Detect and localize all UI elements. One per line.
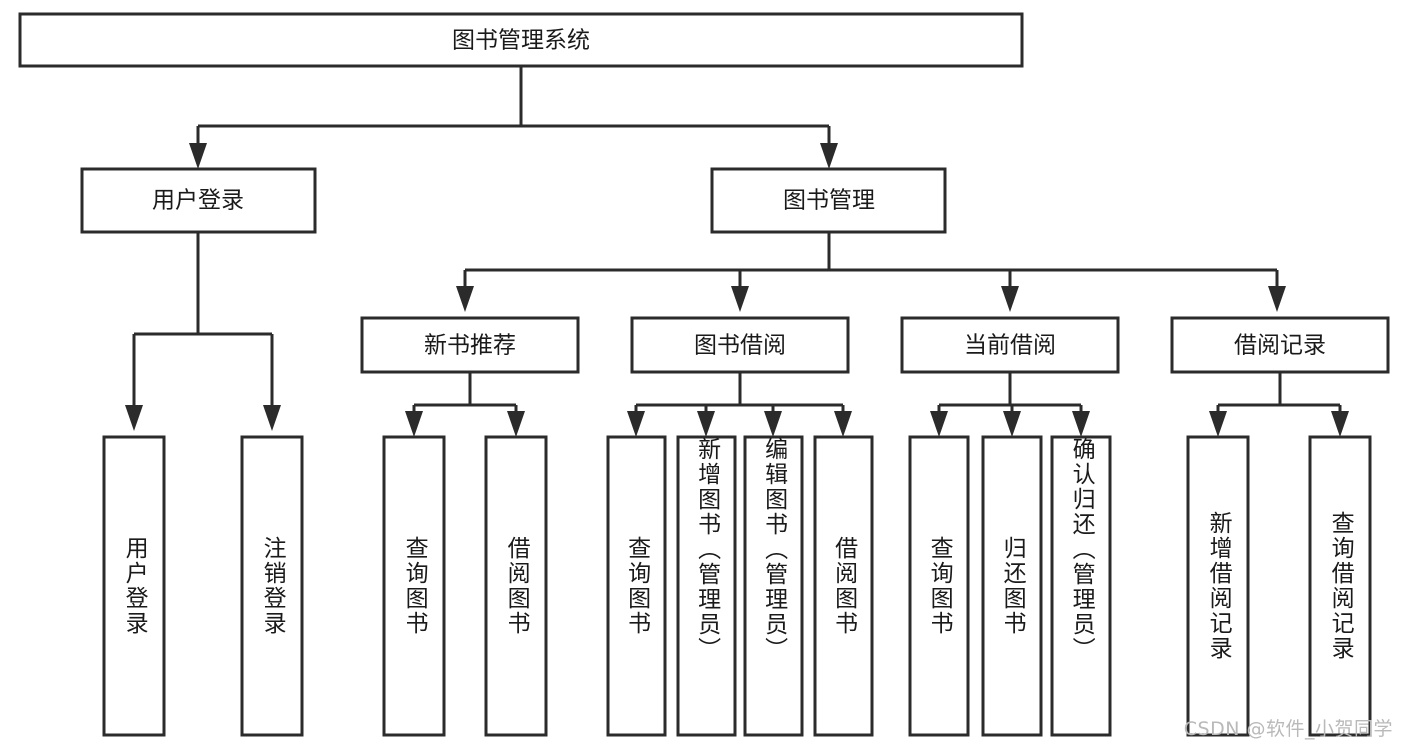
- arrow-to-user-login: [189, 143, 207, 169]
- arrow-to-leaf-query-book-3: [930, 411, 948, 437]
- connector-group-root: [189, 66, 838, 169]
- arrow-to-leaf-edit-book: [764, 411, 782, 437]
- node-current-borrow-rect[interactable]: [900, 316, 1120, 374]
- csdn-watermark: CSDN @软件_小贺同学: [1183, 718, 1393, 740]
- node-user-login-label: 用户登录: [152, 188, 244, 214]
- arrow-to-leaf-add-record: [1209, 411, 1227, 437]
- node-borrow-record-rect[interactable]: [1170, 316, 1390, 374]
- arrow-to-leaf-query-book-1: [405, 411, 423, 437]
- node-root-system[interactable]: 图书管理系统: [18, 12, 1024, 68]
- leaf-rect-user-login[interactable]: [102, 435, 166, 737]
- node-new-book-rec-rect[interactable]: [360, 316, 580, 374]
- leaf-rect-query-record[interactable]: [1308, 435, 1372, 737]
- connector-group-new-book-rec: [405, 372, 525, 437]
- node-borrow-record-label: 借阅记录: [1234, 333, 1326, 359]
- node-book-manage-rect[interactable]: [710, 167, 947, 234]
- leaf-rect-confirm-return[interactable]: [1050, 435, 1112, 737]
- node-current-borrow[interactable]: 当前借阅: [900, 316, 1120, 374]
- connector-group-current-borrow: [930, 372, 1090, 437]
- arrow-to-leaf-logout: [263, 405, 281, 431]
- node-book-borrow-label: 图书借阅: [694, 333, 786, 359]
- node-user-login-rect[interactable]: [80, 167, 317, 234]
- leaf-rect-borrow-book-1[interactable]: [484, 435, 548, 737]
- leaf-rect-return-book[interactable]: [981, 435, 1043, 737]
- leaf-rect-query-book-3[interactable]: [908, 435, 970, 737]
- node-root-system-rect[interactable]: [18, 12, 1024, 68]
- node-book-manage-label: 图书管理: [783, 188, 875, 214]
- connector-group-book-manage: [456, 232, 1286, 312]
- leaf-rect-query-book-1[interactable]: [382, 435, 446, 737]
- node-book-borrow[interactable]: 图书借阅: [630, 316, 850, 374]
- arrow-to-leaf-return-book: [1003, 411, 1021, 437]
- arrow-to-book-borrow: [731, 286, 749, 312]
- arrow-to-leaf-borrow-book-2: [834, 411, 852, 437]
- arrow-to-book-manage: [820, 143, 838, 169]
- node-current-borrow-label: 当前借阅: [964, 333, 1056, 359]
- connector-group-book-borrow: [627, 372, 852, 437]
- leaf-rect-query-book-2[interactable]: [606, 435, 667, 737]
- node-new-book-rec-label: 新书推荐: [424, 333, 516, 359]
- node-borrow-record[interactable]: 借阅记录: [1170, 316, 1390, 374]
- leaf-rect-borrow-book-2[interactable]: [813, 435, 874, 737]
- arrow-to-new-book-rec: [456, 286, 474, 312]
- connector-group-borrow-record: [1209, 372, 1349, 437]
- node-book-borrow-rect[interactable]: [630, 316, 850, 374]
- arrow-to-leaf-borrow-book-1: [507, 411, 525, 437]
- leaf-rect-edit-book[interactable]: [743, 435, 804, 737]
- node-new-book-rec[interactable]: 新书推荐: [360, 316, 580, 374]
- leaf-rect-add-book[interactable]: [676, 435, 737, 737]
- node-book-manage[interactable]: 图书管理: [710, 167, 947, 234]
- arrow-to-leaf-add-book: [697, 411, 715, 437]
- leaf-rect-add-record[interactable]: [1186, 435, 1250, 737]
- arrow-to-leaf-user-login: [125, 405, 143, 431]
- arrow-to-current-borrow: [1001, 286, 1019, 312]
- arrow-to-leaf-confirm-return: [1072, 411, 1090, 437]
- arrow-to-borrow-record: [1268, 286, 1286, 312]
- leaf-rect-logout[interactable]: [240, 435, 304, 737]
- leaf-node-rects: [102, 435, 1372, 737]
- arrow-to-leaf-query-record: [1331, 411, 1349, 437]
- node-user-login[interactable]: 用户登录: [80, 167, 317, 234]
- connector-group-user-login: [125, 232, 281, 431]
- arrow-to-leaf-query-book-2: [627, 411, 645, 437]
- node-root-system-label: 图书管理系统: [452, 28, 590, 54]
